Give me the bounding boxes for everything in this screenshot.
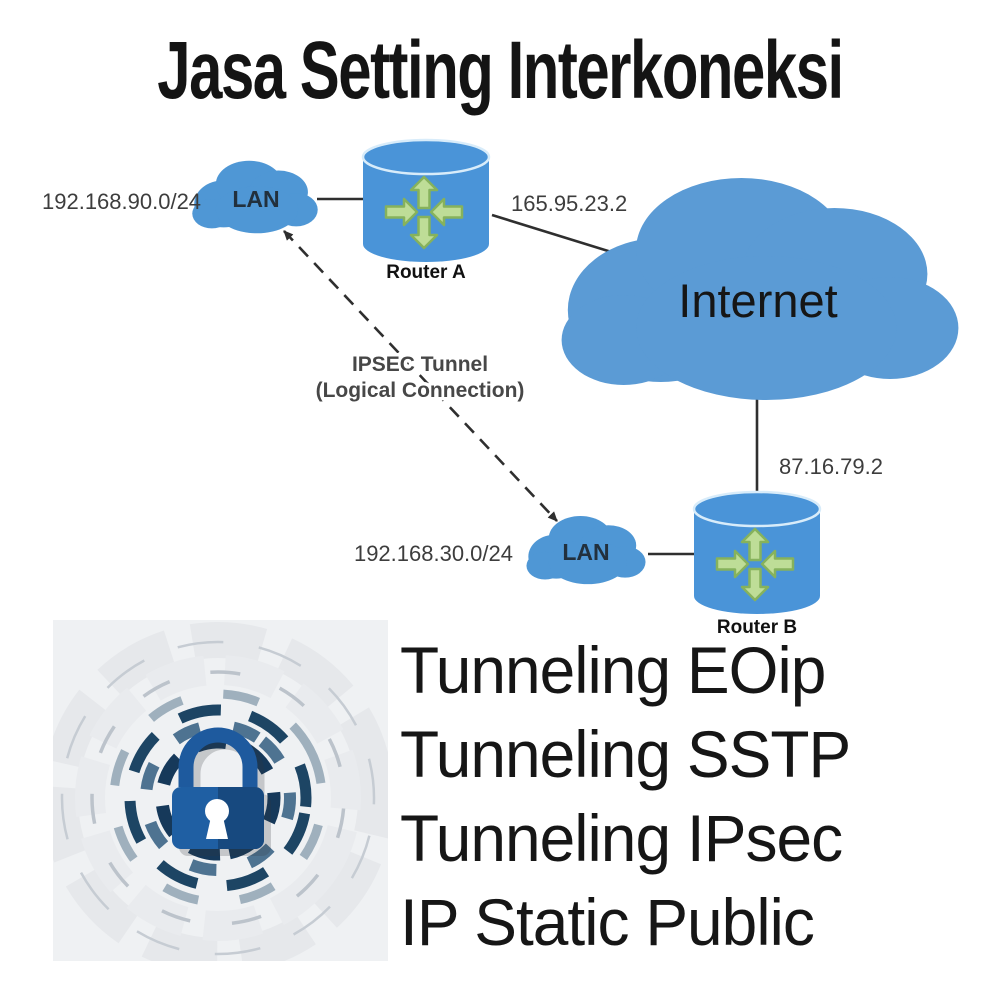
service-line-ip-static: IP Static Public bbox=[400, 885, 815, 959]
tunnel-label-line2: (Logical Connection) bbox=[316, 379, 525, 402]
tech-circle-pattern bbox=[53, 622, 388, 961]
router-a-public-ip-label: 165.95.23.2 bbox=[511, 191, 627, 216]
service-list: Tunneling EOip Tunneling SSTP Tunneling … bbox=[400, 628, 982, 964]
router-b-icon bbox=[694, 492, 820, 614]
padlock-icon bbox=[172, 727, 264, 849]
security-lock-icon bbox=[53, 620, 388, 961]
service-line-tunneling-ipsec: Tunneling IPsec bbox=[400, 801, 843, 875]
internet-label: Internet bbox=[678, 274, 837, 327]
router-b-public-ip-label: 87.16.79.2 bbox=[779, 454, 883, 479]
padlock-shackle bbox=[178, 727, 258, 787]
lan-a-label: LAN bbox=[232, 186, 279, 212]
keyhole-tail bbox=[206, 817, 228, 839]
lan-a-network-label: 192.168.90.0/24 bbox=[42, 189, 201, 214]
router-b-label: Router B bbox=[717, 617, 797, 638]
lan-b-network-label: 192.168.30.0/24 bbox=[354, 541, 513, 566]
tunnel-label-line1: IPSEC Tunnel bbox=[352, 353, 488, 376]
padlock-body-shade bbox=[218, 787, 264, 849]
lan-b-label: LAN bbox=[562, 539, 609, 565]
service-line-tunneling-sstp: Tunneling SSTP bbox=[400, 717, 851, 791]
page-title: Jasa Setting Interkoneksi bbox=[157, 25, 844, 116]
router-a-icon bbox=[363, 140, 489, 262]
service-line-tunneling-eoip: Tunneling EOip bbox=[400, 633, 826, 707]
ipsec-tunnel-dashed-line bbox=[283, 230, 558, 522]
router-a-label: Router A bbox=[386, 262, 466, 283]
